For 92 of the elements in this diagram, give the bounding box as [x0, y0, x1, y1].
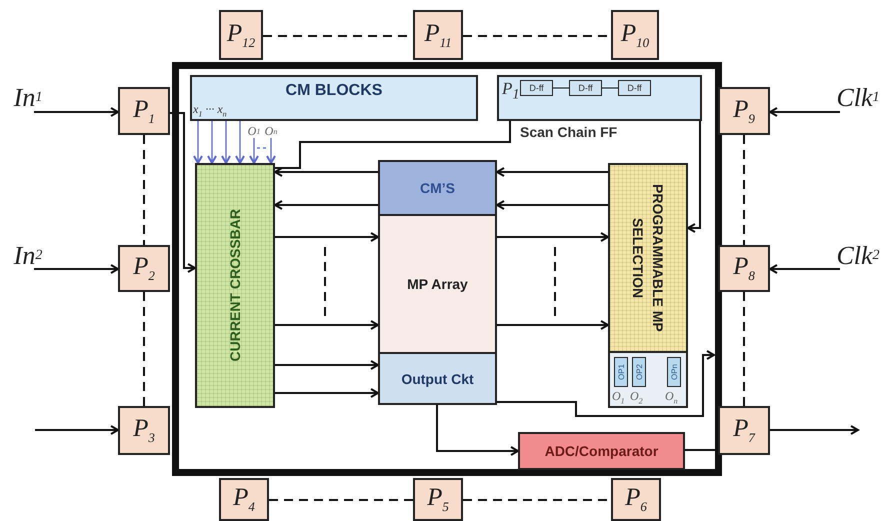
pin-label: P$_{5}$ — [427, 484, 449, 515]
output-label: O$_{1}$ — [612, 389, 625, 406]
flip-flop-box — [618, 80, 651, 96]
crossbar-box — [195, 163, 275, 408]
block-box — [190, 75, 478, 121]
pin-label: P$_{7}$ — [733, 415, 755, 446]
arrow — [275, 320, 379, 330]
arrow — [35, 425, 119, 435]
flip-flop-box — [569, 80, 602, 96]
arrow — [207, 121, 217, 164]
connector-line — [275, 121, 511, 169]
arrow — [266, 138, 276, 164]
connector-line — [743, 292, 745, 406]
arrow — [170, 112, 196, 273]
op-box — [667, 357, 681, 387]
flip-flop-label: D-ff — [578, 83, 593, 93]
pin-label: P$_{10}$ — [620, 20, 650, 50]
arrow — [193, 121, 203, 164]
arrow — [221, 121, 231, 164]
output-panel — [608, 351, 688, 408]
block-label: CM’S — [420, 180, 455, 196]
pin-box — [611, 478, 661, 521]
op-label: OPn — [670, 364, 678, 380]
pin-label: P$_{6}$ — [625, 484, 647, 515]
arrow — [769, 107, 840, 117]
pin-box — [718, 245, 770, 292]
arrow — [34, 264, 119, 274]
arrow — [275, 388, 379, 398]
pin-box — [413, 478, 463, 521]
block-label: Output Ckt — [401, 370, 474, 386]
arrow — [497, 350, 715, 417]
scan-chain-box — [497, 75, 702, 121]
arrow — [496, 167, 608, 177]
input-index-label: x$_{1}$ ··· x$_{n}$ — [193, 102, 227, 118]
block-label: ADC/Comparator — [544, 443, 658, 459]
op-box — [632, 357, 646, 387]
connector-line — [685, 449, 718, 451]
crossbar-label: CURRENT CROSSBAR — [227, 209, 243, 362]
pin-label: P$_{3}$ — [133, 415, 155, 446]
pin-label: P$_{9}$ — [733, 96, 755, 126]
arrow — [497, 232, 609, 242]
pin-box — [118, 406, 170, 455]
pin-box — [413, 10, 463, 60]
arrow — [275, 360, 379, 370]
current-mirror-box — [378, 160, 497, 216]
op-box — [614, 357, 628, 387]
pin-box — [118, 245, 170, 292]
arrow — [769, 264, 840, 274]
arrow — [496, 200, 608, 210]
arrow — [770, 425, 859, 435]
chain-caption: Scan Chain FF — [520, 124, 618, 140]
pin-box — [219, 10, 263, 60]
arrow — [687, 121, 701, 233]
arrow — [497, 320, 609, 330]
flip-flop-label: D-ff — [529, 83, 544, 93]
connector-line — [269, 499, 413, 501]
block-label: CM BLOCKS — [286, 82, 382, 100]
array-box — [378, 214, 497, 354]
output-label: O$_{2}$ — [630, 389, 643, 406]
arrow — [275, 232, 379, 242]
output-label: O$_{n}$ — [665, 389, 678, 406]
arrow — [436, 405, 519, 456]
connector-line — [743, 135, 745, 245]
selection-box — [608, 163, 688, 353]
arrow — [274, 200, 378, 210]
arrow — [34, 107, 119, 117]
pin-box — [718, 87, 770, 135]
connector-line — [143, 135, 145, 245]
chain-input-label: P$_{1}$ — [502, 79, 520, 104]
adc-box — [518, 432, 685, 470]
pin-label: P$_{8}$ — [733, 253, 755, 284]
connector-line — [143, 292, 145, 406]
chip-boundary — [172, 62, 722, 476]
output-circuit-box — [378, 352, 497, 405]
pin-label: P$_{1}$ — [133, 96, 155, 126]
pin-box — [611, 10, 659, 60]
arrow — [249, 138, 259, 164]
flip-flop-box — [520, 80, 553, 96]
pin-label: P$_{11}$ — [424, 20, 452, 50]
pin-box — [718, 406, 770, 455]
flip-flop-label: D-ff — [627, 83, 642, 93]
arrow — [274, 167, 378, 177]
pin-label: P$_{2}$ — [133, 253, 155, 284]
selection-label: PROGRAMMABLE MP SELECTION — [629, 183, 667, 334]
pin-box — [219, 478, 269, 521]
arrow — [235, 121, 245, 164]
op-label: OP1 — [616, 364, 626, 380]
block-label: MP Array — [407, 276, 468, 292]
op-label: OP2 — [634, 364, 644, 380]
pin-label: P$_{12}$ — [226, 20, 256, 50]
pin-box — [118, 87, 170, 135]
pin-label: P$_{4}$ — [233, 484, 255, 515]
